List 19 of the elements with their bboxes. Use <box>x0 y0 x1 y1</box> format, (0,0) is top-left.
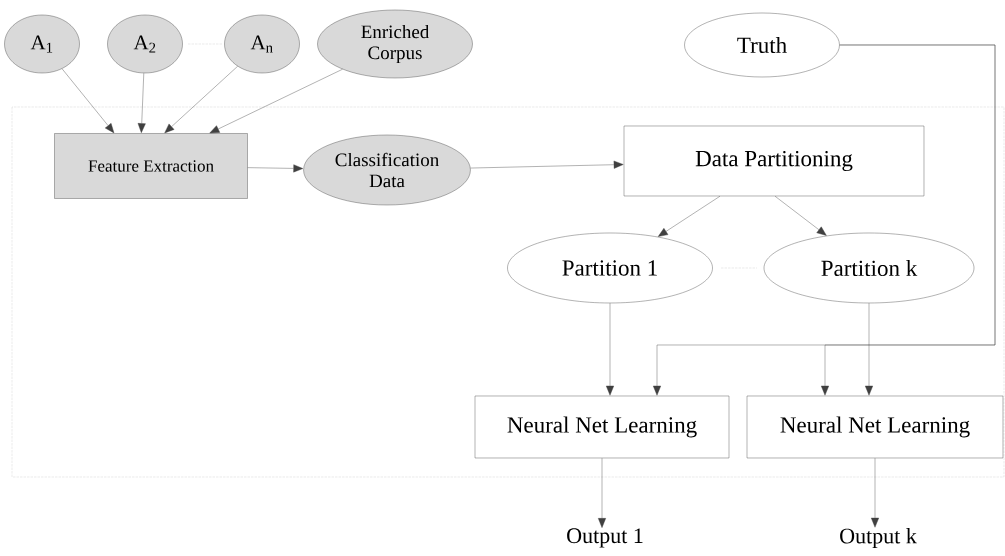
arrow <box>821 44 996 396</box>
arrow <box>137 73 146 133</box>
process-box: Feature Extraction <box>54 133 248 199</box>
output-label: Output 1 <box>567 528 643 548</box>
process-box: Data Partitioning <box>623 125 925 197</box>
arrow <box>658 196 721 237</box>
arrow <box>61 68 115 134</box>
arrow <box>209 69 343 134</box>
arrow <box>774 196 827 236</box>
arrow <box>470 160 624 169</box>
output-label: Output k <box>840 528 917 548</box>
arrow <box>606 303 614 396</box>
process-box: Neural Net Learning <box>746 395 1004 459</box>
arrow <box>247 164 304 173</box>
arrow <box>871 458 879 528</box>
arrow <box>865 303 873 396</box>
process-box: Neural Net Learning <box>474 395 730 459</box>
arrow <box>164 66 238 134</box>
arrow <box>598 458 606 528</box>
